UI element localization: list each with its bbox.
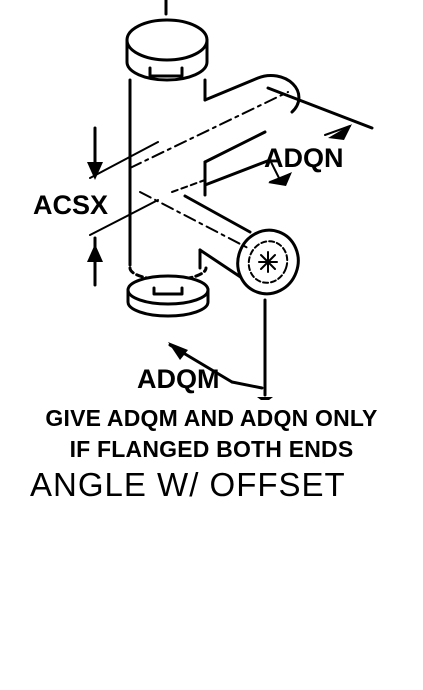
- diagram-title: ANGLE W/ OFFSET: [30, 466, 346, 503]
- adqn-label: ADQN: [264, 143, 344, 173]
- acsx-arrow-bottom: [87, 244, 103, 262]
- bottom-flange: [126, 266, 210, 318]
- main-body: [128, 78, 207, 270]
- pipe-fitting-diagram: ACSX ADQN ADQM: [33, 0, 374, 400]
- acsx-label: ACSX: [33, 190, 108, 220]
- note-line-1: GIVE ADQM AND ADQN ONLY: [45, 405, 378, 431]
- lower-branch-centerline: [139, 191, 249, 249]
- adqm-arrow-left: [168, 342, 188, 360]
- note-line-2: IF FLANGED BOTH ENDS: [69, 436, 354, 462]
- adqm-label: ADQM: [137, 364, 220, 394]
- upper-branch: [203, 74, 301, 187]
- top-flange: [125, 18, 209, 82]
- side-flange: [236, 228, 300, 296]
- adqn-arrow-lower: [268, 172, 292, 186]
- acsx-arrow-top: [87, 162, 103, 180]
- upper-branch-centerline: [129, 91, 289, 169]
- adqm-arrow-right: [257, 397, 273, 400]
- adqn-arrow-upper: [328, 124, 352, 140]
- hidden-line: [171, 179, 206, 193]
